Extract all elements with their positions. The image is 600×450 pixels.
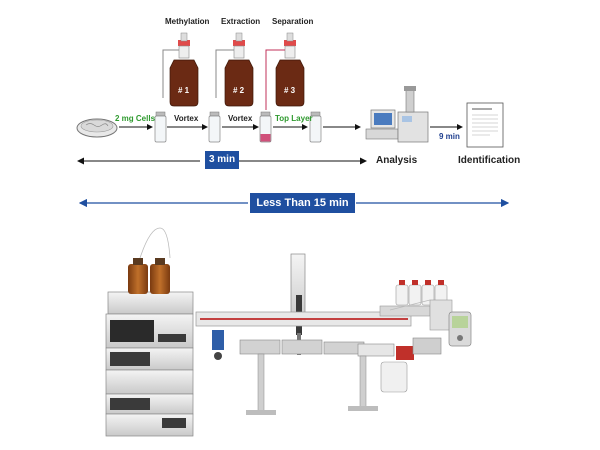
dispenser-bottle-icon <box>215 32 254 107</box>
report-document-icon <box>466 102 504 148</box>
gc-time-label: 9 min <box>439 132 460 141</box>
cells-label: 2 mg Cells <box>115 114 156 123</box>
step-label-extraction: Extraction <box>221 17 261 26</box>
bottle-number-1: # 1 <box>178 86 190 95</box>
bottle-number-3: # 3 <box>284 86 296 95</box>
vial-icon <box>309 111 322 143</box>
top-layer-label: Top Layer <box>275 114 313 123</box>
dispenser-bottle-icon <box>265 32 305 110</box>
analysis-label: Analysis <box>376 155 418 166</box>
identification-label: Identification <box>458 155 521 166</box>
dispenser-bottle-icon <box>162 32 199 107</box>
vial-icon <box>154 111 167 143</box>
bottle-number-2: # 2 <box>233 86 245 95</box>
three-min-badge: 3 min <box>205 151 239 169</box>
vortex-label-1: Vortex <box>174 114 199 123</box>
gc-analyzer-icon <box>365 86 429 143</box>
vial-icon <box>208 111 221 143</box>
less-than-15-min-badge: Less Than 15 min <box>250 193 355 213</box>
step-label-methylation: Methylation <box>165 17 210 26</box>
vial-icon <box>259 111 272 143</box>
step-label-separation: Separation <box>272 17 314 26</box>
automated-sample-prep-instrument <box>105 227 472 437</box>
vortex-label-2: Vortex <box>228 114 253 123</box>
petri-dish-icon <box>76 118 118 138</box>
